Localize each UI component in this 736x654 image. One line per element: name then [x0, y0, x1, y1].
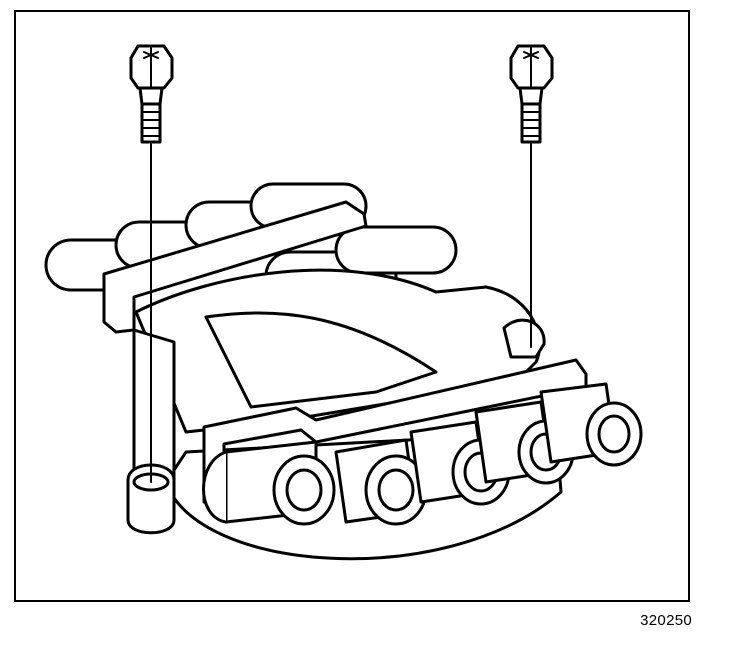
- mounting-tab-right: [502, 318, 546, 359]
- cap-body-lobe: [204, 311, 438, 409]
- front-terminal-row: [202, 382, 643, 526]
- rear-flange: [102, 200, 368, 334]
- illustration-frame: [14, 10, 690, 602]
- bolt-icon: [509, 44, 554, 144]
- terminal-tower-2: [334, 438, 428, 526]
- mounting-leg: [132, 328, 176, 484]
- bolt-icon: [129, 44, 174, 144]
- figure-number: 320250: [640, 612, 692, 629]
- distributor-cap-icon: [44, 44, 643, 561]
- terminal-tower-1: [202, 440, 336, 526]
- terminal-tower-5: [539, 382, 643, 467]
